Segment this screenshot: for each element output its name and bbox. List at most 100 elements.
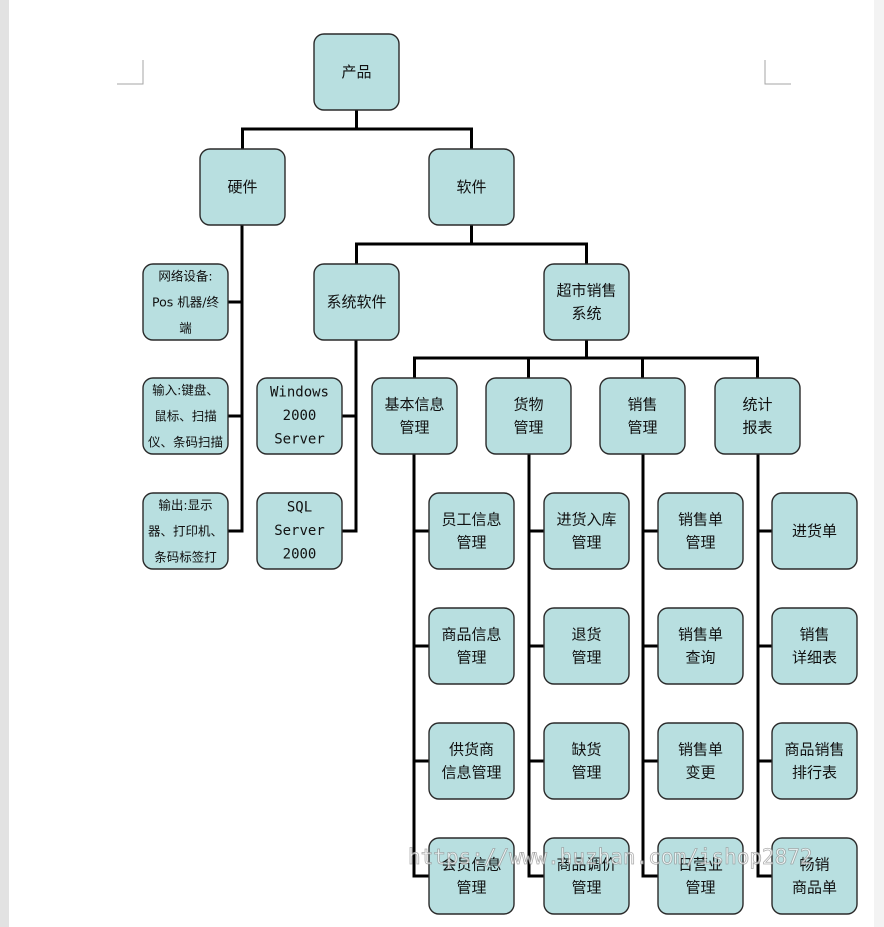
node-label-line: 货物 (513, 396, 543, 414)
node-box (313, 33, 400, 111)
node-label-line: 管理 (571, 764, 601, 782)
node-box (771, 722, 858, 800)
node-label-line: 输出:显示 (158, 498, 212, 513)
right-scroll-strip (874, 0, 884, 927)
node-label-line: 销售单 (678, 626, 723, 644)
node-label-line: Server (274, 523, 325, 539)
node-label-line: 统计 (742, 396, 772, 414)
node-box (543, 607, 630, 685)
node-label-line: 硬件 (227, 178, 257, 196)
node-label-line: 畅销 (799, 856, 829, 874)
node-label-line: 管理 (456, 534, 486, 552)
node-label-line: 管理 (456, 649, 486, 667)
node-network-device: 网络设备: Pos 机器/终端 (142, 263, 229, 341)
node-label-line: 网络设备: (158, 269, 212, 284)
node-label-line: 日营业 (678, 856, 723, 874)
node-label-line: 仪、条码扫描 (148, 435, 223, 450)
node-label-line: 信息管理 (441, 764, 501, 782)
node-box (485, 377, 572, 455)
node-input-device: 输入:键盘、鼠标、扫描仪、条码扫描 (142, 377, 229, 455)
diagram-nodes: 产品硬件软件网络设备:Pos 机器/终端输入:键盘、鼠标、扫描仪、条码扫描输出:… (142, 33, 858, 915)
node-output-device: 输出:显示器、打印机、条码标签打 (142, 492, 229, 570)
node-label-line: 商品销售 (784, 741, 844, 759)
node-label-line: 商品调价 (556, 856, 616, 874)
node-box (142, 263, 229, 341)
node-box (199, 148, 286, 226)
node-box (599, 377, 686, 455)
node-box (256, 377, 343, 455)
node-box (428, 148, 515, 226)
node-label-line: 销售 (627, 396, 657, 414)
node-label-line: 报表 (742, 419, 772, 437)
node-label-line: 软件 (456, 178, 486, 196)
page-corner-mark-left (117, 60, 144, 85)
node-hardware: 硬件 (199, 148, 286, 226)
node-box (142, 377, 229, 455)
node-label-line: 商品单 (792, 879, 837, 897)
node-label-line: 销售单 (678, 511, 723, 529)
node-label-line: 管理 (571, 879, 601, 897)
node-box (428, 492, 515, 570)
node-box (313, 263, 400, 341)
node-software: 软件 (428, 148, 515, 226)
node-box (714, 377, 801, 455)
node-box (771, 492, 858, 570)
node-label-line: Server (274, 432, 325, 448)
node-purchase-list: 进货单 (771, 492, 858, 570)
node-label-line: 管理 (685, 879, 715, 897)
page-corner-marks (117, 60, 791, 85)
node-box (771, 837, 858, 915)
page-corner-mark-right (764, 60, 791, 85)
node-label-line: 排行表 (792, 764, 837, 782)
node-box (543, 837, 630, 915)
node-label-line: 销售单 (678, 741, 723, 759)
node-box (142, 492, 229, 570)
node-label-line: 管理 (571, 649, 601, 667)
node-label-line: 变更 (685, 764, 715, 782)
node-box (771, 607, 858, 685)
node-box (543, 263, 630, 341)
node-box (543, 492, 630, 570)
watermark-text: https://www.huzhan.com/ishop2872 (408, 845, 813, 869)
node-label-line: 基本信息 (384, 396, 444, 414)
node-label-line: 供货商 (449, 741, 494, 759)
node-label-line: Windows (270, 385, 329, 401)
node-label-line: 端 (179, 321, 192, 336)
left-page-margin-strip (0, 0, 9, 927)
node-product: 产品 (313, 33, 400, 111)
node-label-line: 系统软件 (326, 293, 386, 311)
node-box (371, 377, 458, 455)
node-label-line: Pos 机器/终 (152, 295, 219, 310)
node-box (657, 722, 744, 800)
node-label-line: 2000 (283, 408, 317, 424)
node-label-line: 管理 (627, 419, 657, 437)
node-label-line: 器、打印机、 (148, 524, 223, 539)
connector-lines (226, 108, 774, 878)
node-label-line: 系统 (571, 305, 601, 323)
node-label-line: 进货单 (792, 522, 837, 540)
node-label-line: 管理 (456, 879, 486, 897)
node-label-line: 会员信息 (441, 856, 501, 874)
node-box (428, 607, 515, 685)
node-label-line: 条码标签打 (154, 550, 217, 565)
node-box (657, 492, 744, 570)
node-label-line: 管理 (513, 419, 543, 437)
node-box (256, 492, 343, 570)
